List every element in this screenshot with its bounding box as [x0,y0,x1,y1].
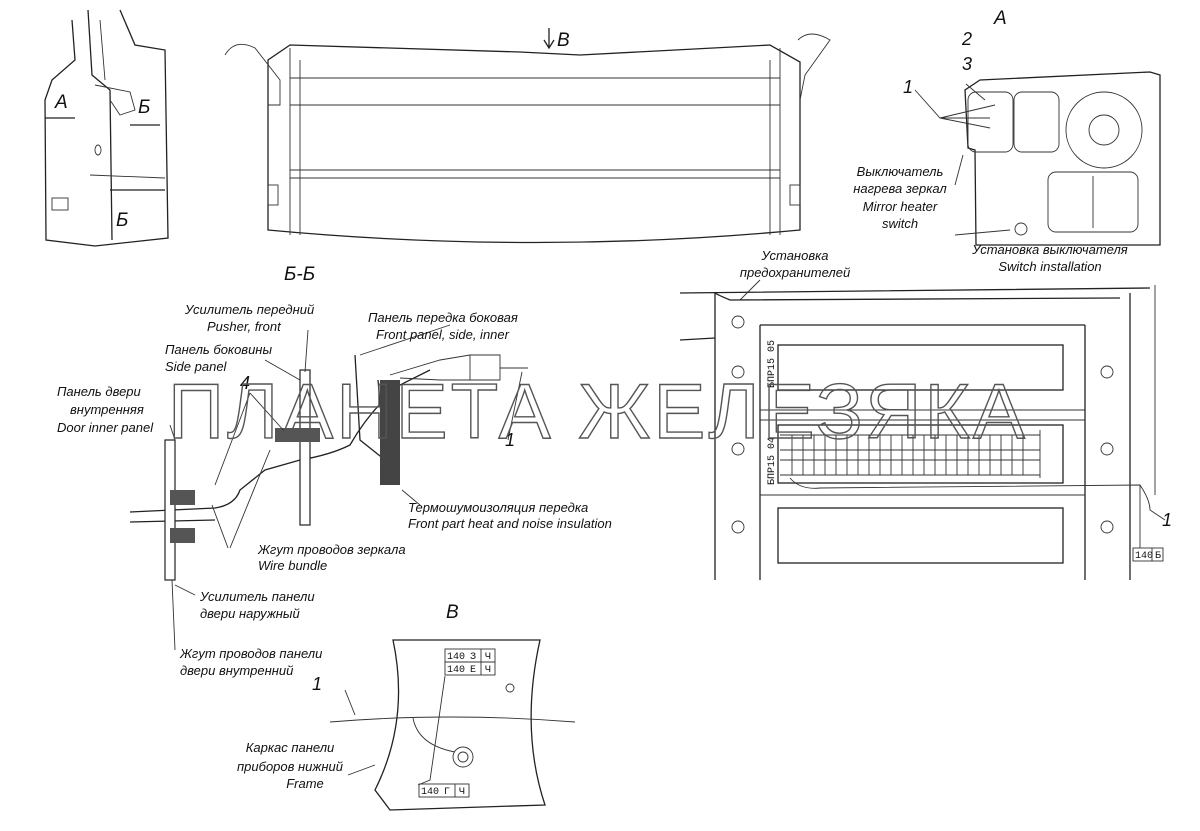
door-outer-reinforcement-1: Усилитель панели [199,589,315,604]
fuse-label-2: предохранителей [740,265,850,280]
mirror-switch-en-2: switch [882,216,918,231]
mirror-switch-ru-2: нагрева зеркал [853,181,947,196]
insulation-en: Front part heat and noise insulation [408,516,612,531]
watermark: ПЛАНЕТА ЖЕЛЕЗЯКА [168,367,1028,455]
detail-a-title: А [993,8,1007,29]
callout-1: 1 [903,77,913,97]
door-outer-reinforcement-2: двери наружный [200,606,300,621]
pusher-front-ru: Усилитель передний [184,302,314,317]
door-inner-panel [164,439,176,581]
switch-install-en: Switch installation [998,259,1101,274]
svg-text:140: 140 [421,787,439,798]
wire-bundle-en: Wire bundle [258,558,327,573]
side-view: А Б Б [44,9,169,247]
grommet-outer [170,490,195,505]
wire-tag-140-z: 140 З Ч [444,648,496,663]
section-callout-1: 1 [505,430,515,450]
svg-text:З: З [470,652,476,663]
door-inner-harness-2: двери внутренний [180,663,293,678]
svg-text:Е: Е [470,665,476,676]
svg-text:Г: Г [444,787,450,798]
door-inner-harness-1: Жгут проводов панели [179,646,322,661]
wire-bundle-ru: Жгут проводов зеркала [257,542,406,557]
door-inner-panel-ru-2: внутренняя [70,402,144,417]
fuse-callout-1: 1 [1162,510,1172,530]
svg-text:140: 140 [447,652,465,663]
door-inner-panel-ru-1: Панель двери [57,384,141,399]
frame-ru-2: приборов нижний [237,759,343,774]
section-title: Б-Б [284,264,315,285]
svg-text:Ч: Ч [485,665,491,676]
insulation-block [380,380,400,485]
fuse-block-05-label: БПР15 05 [767,340,778,388]
wire-tag-140-b: 140 Б [1132,547,1164,562]
view-b: В 1 140 З Ч 140 Е Ч 140 Г Ч Каркас панел… [237,602,576,811]
insulation-ru: Термошумоизоляция передка [408,500,588,515]
frame-ru-1: Каркас панели [246,740,335,755]
pusher-front-en: Pusher, front [207,319,282,334]
view-b-callout-1: 1 [312,674,322,694]
switch-install-ru: Установка выключателя [971,242,1128,257]
callout-2: 2 [961,29,972,49]
section-mark-b-bottom: Б [116,210,128,231]
fuse-label-1: Установка [761,248,829,263]
front-panel-side-en: Front panel, side, inner [376,327,510,342]
fuse-row [780,430,1041,478]
side-panel-ru: Панель боковины [165,342,272,357]
side-panel-en: Side panel [165,359,228,374]
callout-4: 4 [240,373,250,393]
section-mark-b-top: Б [138,97,150,118]
grommet-inner [275,428,320,442]
view-b-arrow-label: В [557,30,570,51]
section-mark-a: А [54,92,68,113]
front-panel-side-ru: Панель передка боковая [368,310,518,325]
section-b-b: Б-Б Усилитель передний Pusher, front Пан… [57,264,612,678]
door-inner-panel-en: Door inner panel [57,420,154,435]
mirror-switch-en-1: Mirror heater [863,199,938,214]
fuse-box-nuts [731,315,1114,534]
callout-3: 3 [962,54,972,74]
fuse-block-04-label: БПР15 04 [767,437,778,485]
dashboard-front-view: В [224,28,831,244]
svg-text:Ч: Ч [459,787,465,798]
frame-en: Frame [286,776,324,791]
svg-text:140: 140 [1135,551,1153,562]
svg-text:140: 140 [447,665,465,676]
wire-tag-140-g: 140 Г Ч [418,783,470,798]
svg-text:Ч: Ч [485,652,491,663]
fuse-box: Установка предохранителей БПР15 05 БПР15… [679,248,1172,580]
svg-text:Б: Б [1155,551,1161,562]
mirror-switch-ru-1: Выключатель [857,164,944,179]
wire-tag-140-e: 140 Е Ч [444,661,496,676]
view-b-title: В [446,602,459,623]
detail-a: А 2 3 1 Выключатель нагрева зеркал Mirro… [853,8,1161,274]
